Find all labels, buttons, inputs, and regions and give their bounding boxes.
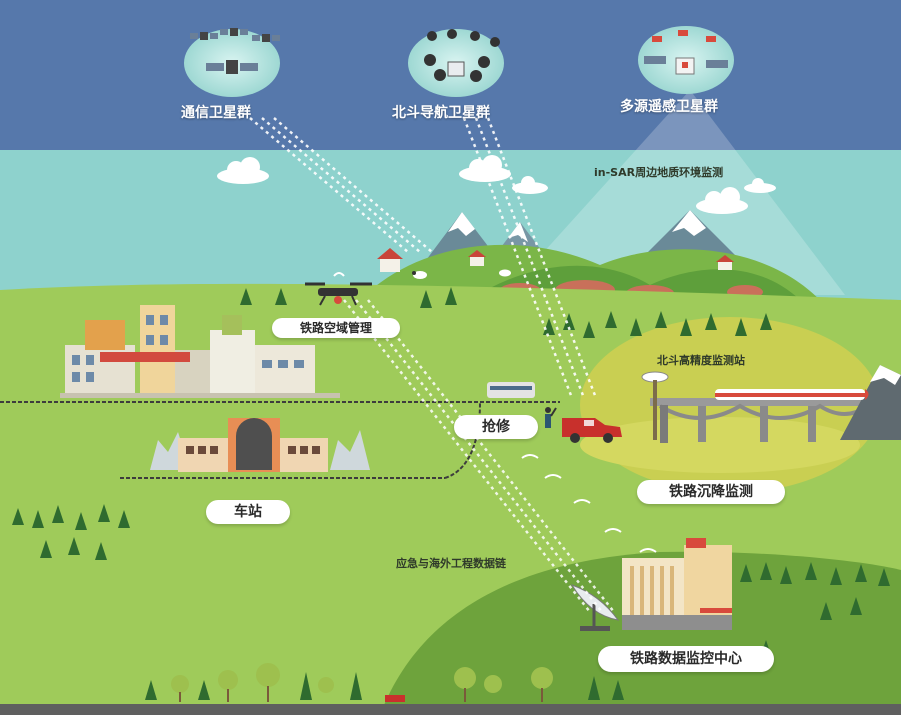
cloud-icon: [744, 178, 776, 193]
cow-icon: [499, 269, 511, 277]
beidou-station-label: 北斗高精度监测站: [657, 354, 745, 367]
data-center-label: 铁路数据监控中心: [598, 646, 774, 672]
farmhouse-icon: [468, 250, 486, 266]
city-buildings: [60, 305, 340, 398]
high-speed-train: [715, 389, 869, 400]
signal-wave-icon: [521, 454, 657, 553]
datalink-label: 应急与海外工程数据链: [396, 557, 506, 570]
bottom-strip: [0, 704, 901, 715]
tree-icon: [171, 663, 553, 693]
beidou-station-antenna: [641, 371, 669, 440]
insar-label: in-SAR周边地质环境监测: [594, 166, 724, 179]
airspace-management-label: 铁路空域管理: [272, 318, 400, 338]
cloud-icon: [217, 157, 269, 184]
drone-icon: [305, 272, 372, 306]
signal-beam: [343, 299, 615, 613]
beidou-satellite-group: [408, 29, 504, 97]
repair-label: 抢修: [454, 415, 538, 439]
remote-sensing-satellite-label: 多源遥感卫星群: [620, 99, 718, 115]
bench-icon: [385, 695, 405, 702]
beidou-satellite-label: 北斗导航卫星群: [392, 105, 490, 121]
repair-truck: [562, 418, 622, 443]
railway-curve: [444, 401, 481, 479]
signal-beam: [249, 117, 598, 399]
dark-field: [380, 551, 901, 715]
tree-icon: [12, 287, 890, 700]
cow-icon: [412, 271, 427, 279]
cloud-icon: [696, 187, 748, 214]
cloud-icon: [512, 176, 548, 194]
station-label: 车站: [206, 500, 290, 524]
tree-trunk: [179, 686, 543, 702]
mountain-icon: [870, 365, 901, 385]
mountain-icon: [840, 365, 901, 440]
data-center-building: [622, 538, 732, 630]
repair-train: [487, 382, 535, 398]
comm-satellite-label: 通信卫星群: [181, 105, 251, 121]
mountain-icon: [672, 210, 706, 236]
train-station-building: [150, 418, 370, 472]
railway-bridge: [650, 398, 870, 443]
monitoring-zone-inner: [580, 417, 860, 473]
comm-satellite-group: [184, 28, 280, 97]
mountain-icon: [448, 212, 475, 236]
farmhouse-icon: [377, 248, 403, 272]
worker-icon: [545, 407, 557, 428]
remote-sensing-satellite-group: [638, 26, 734, 94]
satellite-icon: [190, 28, 280, 74]
settlement-monitoring-label: 铁路沉降监测: [637, 480, 785, 504]
satellite-icon: [424, 29, 500, 82]
insar-beam: [505, 90, 845, 295]
satellite-icon: [644, 30, 728, 75]
farmhouse-icon: [716, 255, 734, 270]
